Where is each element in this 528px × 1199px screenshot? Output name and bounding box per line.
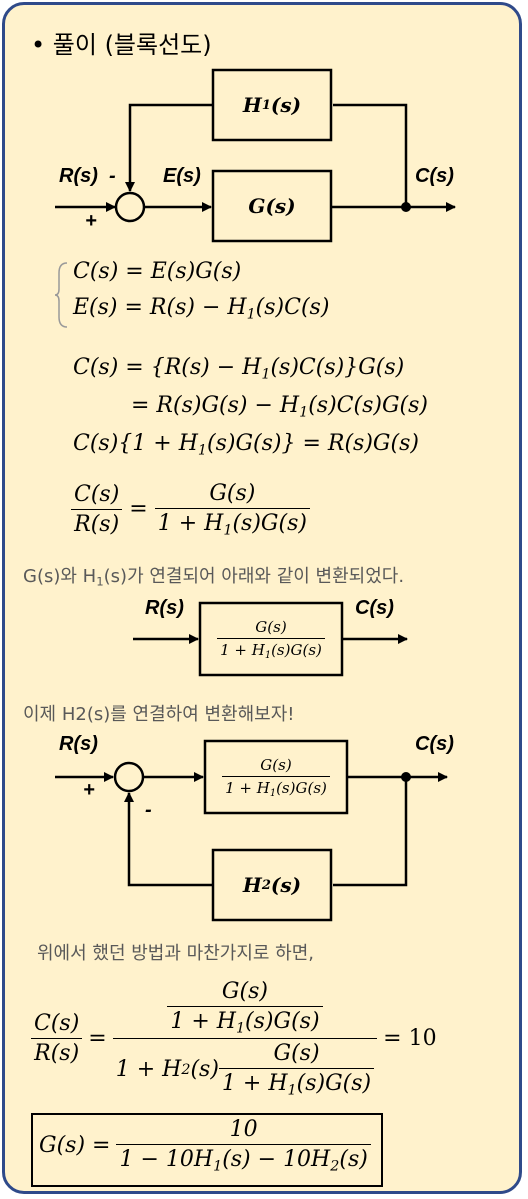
eq-e-equals: E(s) = R(s) − H1(s)C(s) [73, 295, 330, 323]
block-diagram-2 [133, 601, 408, 677]
g-block-label: G(s) [248, 194, 296, 218]
answer-box [31, 1113, 383, 1187]
output-label-2: C(s) [355, 597, 394, 619]
forward-block-label: G(s)1 + H1(s)G(s) [205, 741, 347, 813]
error-label: E(s) [163, 165, 201, 187]
output-label: C(s) [415, 165, 454, 187]
input-label-3: R(s) [59, 733, 98, 755]
block-diagram-1 [55, 68, 456, 243]
eq-expanded: = R(s)G(s) − H1(s)C(s)G(s) [131, 393, 428, 421]
plus-sign-3: + [83, 779, 95, 801]
input-label: R(s) [59, 165, 98, 187]
brace [55, 262, 68, 328]
eq-substitution: C(s) = {R(s) − H1(s)C(s)}G(s) [73, 355, 405, 383]
transfer-function-1: C(s)R(s) = G(s)1 + H1(s)G(s) [71, 481, 310, 538]
closed-loop-block-label: G(s)1 + H1(s)G(s) [200, 603, 342, 675]
eq-factored: C(s){1 + H1(s)G(s)} = R(s)G(s) [73, 431, 419, 459]
note-next-step: 이제 H2(s)를 연결하여 변환해보자! [23, 704, 295, 725]
summing-junction-2 [113, 761, 145, 793]
block-diagram-3 [55, 739, 448, 922]
section-title: • 풀이 (블록선도) [31, 31, 212, 59]
output-label-3: C(s) [415, 733, 454, 755]
eq-c-equals-eg: C(s) = E(s)G(s) [73, 259, 242, 284]
input-label-2: R(s) [145, 597, 184, 619]
note-same-method: 위에서 했던 방법과 마찬가지로 하면, [37, 943, 315, 964]
summing-junction [114, 191, 146, 223]
note-conversion: G(s)와 H1(s)가 연결되어 아래와 같이 변환되었다. [23, 566, 405, 589]
minus-sign-3: - [145, 799, 152, 821]
plus-sign: + [85, 210, 97, 232]
minus-sign: - [109, 165, 116, 187]
